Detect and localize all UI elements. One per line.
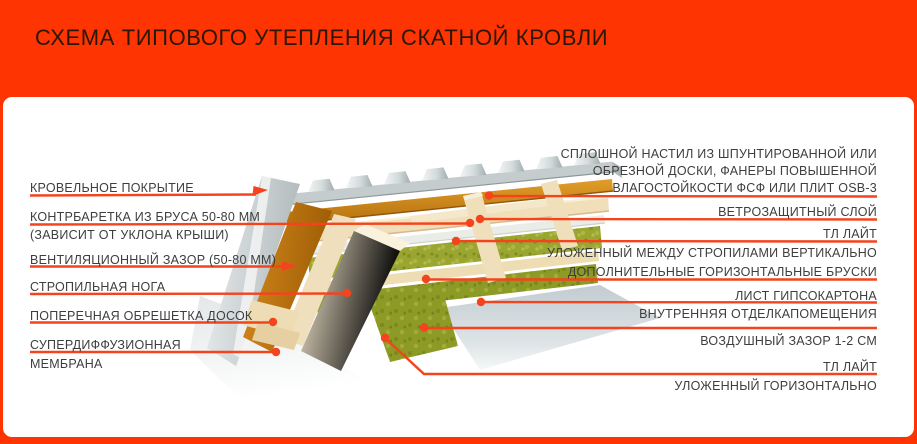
mineral-wool-insulation-lower (316, 264, 598, 315)
label-windproof-layer: ВЕТРОЗАЩИТНЫЙ СЛОЙ (718, 205, 877, 219)
top-batten-strip (410, 197, 564, 223)
label-gypsum-sheet: ЛИСТ ГИПСОКАРТОНА ВНУТРЕННЯЯ ОТДЕЛКАПОМЕ… (639, 289, 877, 321)
cross-bar-wood (463, 180, 578, 283)
label-tl-light-vertical: ТЛ ЛАЙТ УЛОЖЕННЫЙ МЕЖДУ СТРОПИЛАМИ ВЕРТИ… (547, 227, 877, 260)
label-air-gap: ВОЗДУШНЫЙ ЗАЗОР 1-2 СМ (700, 334, 877, 348)
label-ventilation-gap: ВЕНТИЛЯЦИОННЫЙ ЗАЗОР (50-80 ММ) (30, 253, 277, 267)
label-rafter-leg: СТРОПИЛЬНАЯ НОГА (30, 280, 166, 294)
vertical-batten (282, 214, 356, 346)
rafter-beam (301, 224, 410, 371)
corrugated-metal-roofing (268, 152, 622, 208)
label-tl-light-horizontal: ТЛ ЛАЙТ УЛОЖЕННЫЙ ГОРИЗОНТАЛЬНО (674, 360, 877, 393)
label-transverse-lathing: ПОПЕРЕЧНАЯ ОБРЕШЕТКА ДОСОК (30, 309, 253, 323)
label-counter-batten: КОНТРБАРЕТКА ИЗ БРУСА 50-80 ММ (ЗАВИСИТ … (30, 210, 261, 242)
leader-lines (29, 186, 878, 376)
label-additional-bars: ДОПОЛНИТЕЛЬНЫЕ ГОРИЗОНТАЛЬНЫЕ БРУСКИ (567, 265, 877, 279)
label-solid-decking: СПЛОШНОЙ НАСТИЛ ИЗ ШПУНТИРОВАННОЙ ИЛИ ОБ… (560, 147, 877, 195)
page-title: СХЕМА ТИПОВОГО УТЕПЛЕНИЯ СКАТНОЙ КРОВЛИ (35, 25, 609, 50)
label-diffusion-membrane: СУПЕРДИФФУЗИОННАЯ МЕМБРАНА (30, 338, 181, 371)
label-roof-covering: КРОВЕЛЬНОЕ ПОКРЫТИЕ (30, 181, 194, 195)
